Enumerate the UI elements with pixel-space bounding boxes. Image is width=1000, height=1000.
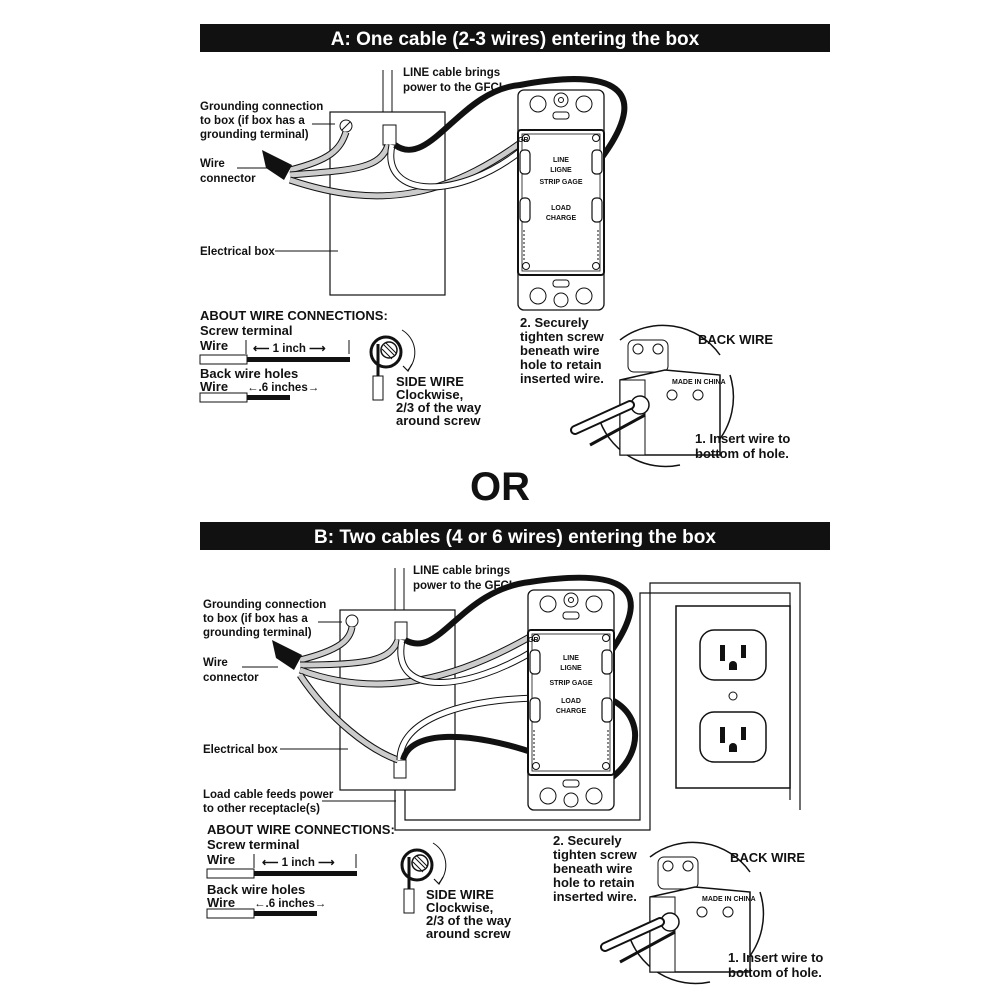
section-b-title: B: Two cables (4 or 6 wires) entering th… (314, 527, 716, 548)
one-inch-measure: ⟵ 1 inch ⟶ (262, 857, 335, 869)
gfci-load-label: LOAD (551, 205, 571, 212)
line-cable-label: LINE cable brings (413, 565, 510, 577)
section-a: A: One cable (2-3 wires) entering the bo… (199, 24, 830, 467)
back-wire-label: BACK WIRE (698, 332, 773, 347)
stripped-wire-icon (206, 908, 255, 919)
gfci-line-label: LINE (553, 157, 569, 164)
step1-text: bottom of hole. (695, 446, 789, 461)
electrical-box-label: Electrical box (203, 744, 278, 756)
gfci-charge-label: CHARGE (556, 708, 587, 715)
six-inches-measure: ←.6 inches→ (247, 382, 319, 394)
wire-label: Wire (200, 338, 228, 353)
gfci-strip-gage-label: STRIP GAGE (549, 680, 592, 687)
downstream-receptacle (675, 605, 791, 789)
back-wire-label: BACK WIRE (730, 850, 805, 865)
side-wire-label: SIDE WIRE (396, 374, 464, 389)
side-wire-desc: Clockwise, (426, 900, 493, 915)
grounding-label: to box (if box has a (200, 115, 305, 127)
one-inch-measure: ⟵ 1 inch ⟶ (253, 343, 326, 355)
load-cable-label: to other receptacle(s) (203, 803, 320, 815)
step1-text: bottom of hole. (728, 965, 822, 980)
side-wire-desc: around screw (426, 926, 511, 941)
side-wire-label: SIDE WIRE (426, 887, 494, 902)
screw-terminal-label: Screw terminal (200, 323, 293, 338)
step2-text: 2. Securely (520, 315, 589, 330)
gfci-receptacle (517, 89, 605, 311)
section-b: B: Two cables (4 or 6 wires) entering th… (200, 522, 830, 984)
gfci-gr-label: GR (518, 137, 529, 144)
wire-connector-label: Wire (200, 158, 225, 170)
grounding-label: Grounding connection (203, 599, 326, 611)
gfci-line-label: LINE (563, 655, 579, 662)
step2-text: beneath wire (520, 343, 599, 358)
electrical-box-label: Electrical box (200, 246, 275, 258)
six-inches-measure: ←.6 inches→ (254, 898, 326, 910)
wire-connector-icon (262, 150, 292, 180)
section-a-title: A: One cable (2-3 wires) entering the bo… (331, 29, 700, 50)
wire-connector-label: connector (200, 173, 256, 185)
step2-text: tighten screw (553, 847, 638, 862)
step2-text: hole to retain (520, 357, 602, 372)
wire-label: Wire (207, 852, 235, 867)
side-wire-desc: 2/3 of the way (426, 913, 512, 928)
made-in-china-label: MADE IN CHINA (702, 896, 756, 903)
side-wire-desc: 2/3 of the way (396, 400, 482, 415)
back-wire-holes-label: Back wire holes (207, 882, 305, 897)
about-wire-connections-heading: ABOUT WIRE CONNECTIONS: (207, 822, 395, 837)
wire-connector-label: connector (203, 672, 259, 684)
line-cable-label: LINE cable brings (403, 67, 500, 79)
back-wire-holes-label: Back wire holes (200, 366, 298, 381)
title-bar (200, 522, 830, 550)
gfci-strip-gage-label: STRIP GAGE (539, 179, 582, 186)
wire-label: Wire (207, 895, 235, 910)
step2-text: 2. Securely (553, 833, 622, 848)
step2-text: hole to retain (553, 875, 635, 890)
step2-text: inserted wire. (553, 889, 637, 904)
wire-label: Wire (200, 379, 228, 394)
or-separator: OR (470, 465, 530, 509)
line-cable-label: power to the GFCI (403, 82, 502, 94)
stripped-wire-icon (206, 868, 255, 879)
stripped-wire-icon (199, 354, 248, 365)
line-cable-label: power to the GFCI (413, 580, 512, 592)
gfci-ligne-label: LIGNE (560, 665, 582, 672)
cable-sheath (382, 124, 397, 146)
wire-connector-label: Wire (203, 657, 228, 669)
made-in-china-label: MADE IN CHINA (672, 379, 726, 386)
ground-screw-icon (345, 614, 359, 628)
grounding-label: grounding terminal) (200, 129, 309, 141)
step2-text: beneath wire (553, 861, 632, 876)
wire-connector-icon (272, 640, 302, 670)
gfci-charge-label: CHARGE (546, 215, 577, 222)
step2-text: inserted wire. (520, 371, 604, 386)
side-wire-desc: Clockwise, (396, 387, 463, 402)
hot-wire (393, 76, 628, 162)
step1-text: 1. Insert wire to (695, 431, 790, 446)
grounding-label: Grounding connection (200, 101, 323, 113)
gfci-gr-label: GR (528, 637, 539, 644)
load-cable-label: Load cable feeds power (203, 789, 334, 801)
title-bar (200, 24, 830, 52)
step1-text: 1. Insert wire to (728, 950, 823, 965)
gfci-load-label: LOAD (561, 698, 581, 705)
gfci-ligne-label: LIGNE (550, 167, 572, 174)
side-wire-desc: around screw (396, 413, 481, 428)
stripped-wire-icon (199, 392, 248, 403)
about-wire-connections-heading: ABOUT WIRE CONNECTIONS: (200, 308, 388, 323)
grounding-label: grounding terminal) (203, 627, 312, 639)
line-hot-wire (403, 574, 634, 652)
grounding-label: to box (if box has a (203, 613, 308, 625)
screw-terminal-label: Screw terminal (207, 837, 300, 852)
step2-text: tighten screw (520, 329, 605, 344)
